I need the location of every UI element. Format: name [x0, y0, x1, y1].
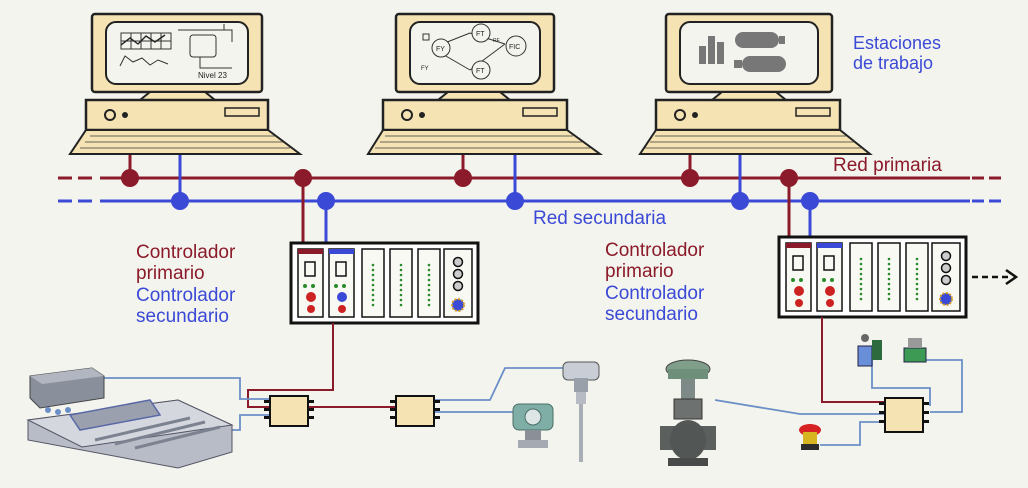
screen2-small-fy: FY [421, 66, 429, 72]
controller-rack-right [777, 235, 968, 319]
conveyor-machine-icon [26, 367, 234, 469]
pressure-transmitter-icon [512, 403, 554, 448]
right-secondary-label-1: Controlador [605, 282, 705, 304]
screen2-node-ft-top: FT [476, 31, 485, 38]
workstations-label-line1: Estaciones [853, 33, 942, 53]
screen2-node-fy: FY [436, 46, 445, 53]
workstations-label: Estaciones de trabajo [853, 33, 941, 73]
right-controller-label: Controlador primario Controlador secunda… [605, 240, 704, 325]
screen2-node-fic: FIC [509, 44, 520, 51]
continuation-arrow-icon [972, 268, 1019, 286]
network-junctions [121, 169, 819, 210]
left-primary-label-1: Controlador [136, 242, 236, 263]
left-controller-label: Controlador primario Controlador secunda… [136, 242, 235, 327]
limit-switch-icon [857, 334, 882, 367]
workstation-1: Nivel 23 [68, 12, 303, 155]
proximity-sensor-icon [903, 338, 927, 363]
io-module-1 [264, 395, 314, 427]
workstation-3 [638, 12, 873, 155]
emergency-stop-button-icon [799, 424, 821, 450]
screen2-node-ft-bottom: FT [476, 68, 485, 75]
left-secondary-label-2: secundario [136, 305, 229, 327]
screen1-text: Nivel 23 [198, 71, 227, 80]
workstation-2: FY FT FT FIC FY RF [366, 12, 604, 155]
field-wiring-primary [247, 317, 885, 408]
left-primary-label-2: primario [136, 263, 205, 285]
bar-tanks-icon [699, 32, 786, 72]
control-valve-icon [660, 359, 716, 466]
loop-diagram-icon [422, 23, 527, 80]
left-secondary-label-1: Controlador [136, 284, 236, 306]
right-primary-label-1: Controlador [605, 240, 705, 261]
io-module-2 [390, 395, 440, 427]
process-chart-icon [119, 24, 233, 69]
io-module-3 [879, 397, 929, 433]
right-primary-label-2: primario [605, 261, 674, 283]
primary-network-label: Red primaria [833, 155, 942, 176]
temperature-transmitter-icon [562, 361, 600, 462]
secondary-network-label: Red secundaria [533, 208, 667, 229]
controller-rack-left [289, 241, 480, 325]
workstations-label-line2: de trabajo [853, 53, 934, 74]
right-secondary-label-2: secundario [605, 303, 698, 325]
screen2-small-rf: RF [493, 38, 500, 44]
